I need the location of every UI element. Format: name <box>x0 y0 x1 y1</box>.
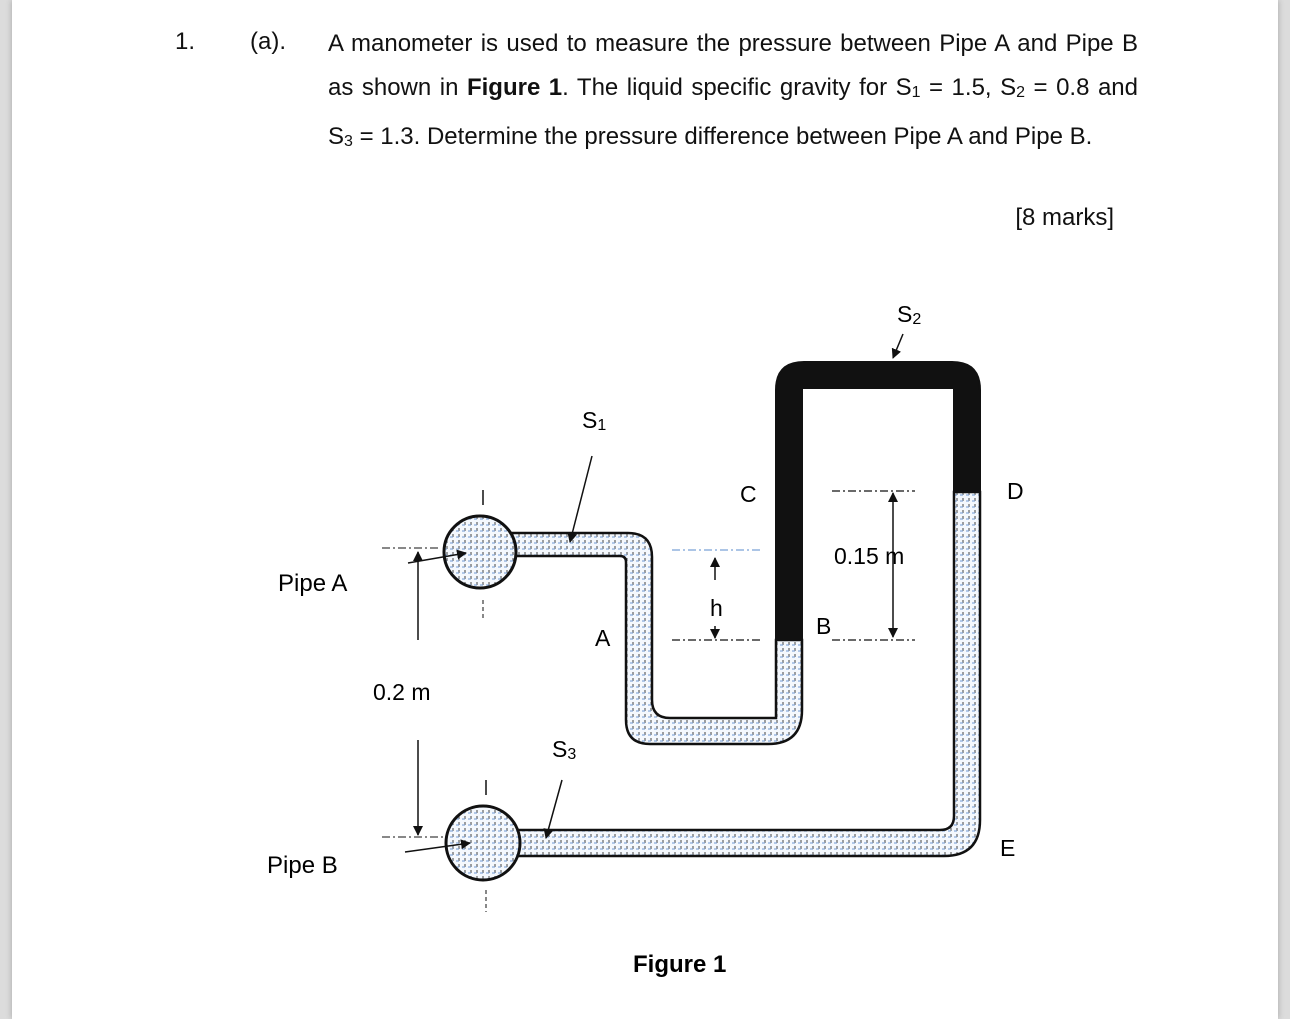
marks-label: [8 marks] <box>1015 204 1114 231</box>
dimension-02m: 0.2 m <box>373 551 431 836</box>
s2-label: S <box>897 301 912 327</box>
pipe-b-label: Pipe B <box>267 852 338 879</box>
question-text: A manometer is used to measure the press… <box>328 22 1138 164</box>
question-text-4: = 0.8 and S <box>328 74 1138 150</box>
question-text-3: = 1.5, S <box>920 74 1017 101</box>
h-label: h <box>710 595 723 621</box>
point-b-label: B <box>816 613 831 639</box>
s2-leader: S2 <box>891 301 921 359</box>
dim-02m-label: 0.2 m <box>373 679 431 705</box>
point-e-label: E <box>1000 835 1015 861</box>
s3-label: S <box>552 736 567 762</box>
figure-reference: Figure 1 <box>466 74 563 101</box>
question-text-5: = 1.3. Determine the pressure difference… <box>352 123 1093 150</box>
dim-015m-label: 0.15 m <box>834 543 904 569</box>
s2-tube <box>775 361 981 641</box>
question-text-2: . The liquid specific gravity for S <box>562 74 912 101</box>
point-d-label: D <box>1007 478 1024 504</box>
pipe-b <box>382 780 522 912</box>
svg-text:S3: S3 <box>552 736 576 763</box>
s1-leader: S1 <box>567 407 606 543</box>
s2-subscript: 2 <box>1016 84 1026 101</box>
question-part: (a). <box>250 28 286 55</box>
s3-subscript: 3 <box>344 133 353 150</box>
s1-tube <box>498 531 804 746</box>
s3-leader: S3 <box>543 736 576 839</box>
question-text-1: A manometer is used to measure the press… <box>328 30 1138 101</box>
pipe-a-label: Pipe A <box>278 570 347 597</box>
s2-label-sub: 2 <box>912 311 921 328</box>
pipe-a <box>382 490 518 620</box>
point-a-label: A <box>595 625 611 651</box>
svg-text:S1: S1 <box>582 407 606 434</box>
question-number: 1. <box>175 28 196 55</box>
s1-label: S <box>582 407 597 433</box>
s1-label-sub: 1 <box>597 417 606 434</box>
dimension-h: h <box>672 549 760 641</box>
svg-text:S2: S2 <box>897 301 921 328</box>
s1-subscript: 1 <box>911 84 921 101</box>
s3-label-sub: 3 <box>567 746 576 763</box>
point-c-label: C <box>740 481 757 507</box>
figure-caption: Figure 1 <box>633 951 726 978</box>
dimension-015m: 0.15 m <box>832 490 915 641</box>
s3-tube <box>508 490 982 858</box>
